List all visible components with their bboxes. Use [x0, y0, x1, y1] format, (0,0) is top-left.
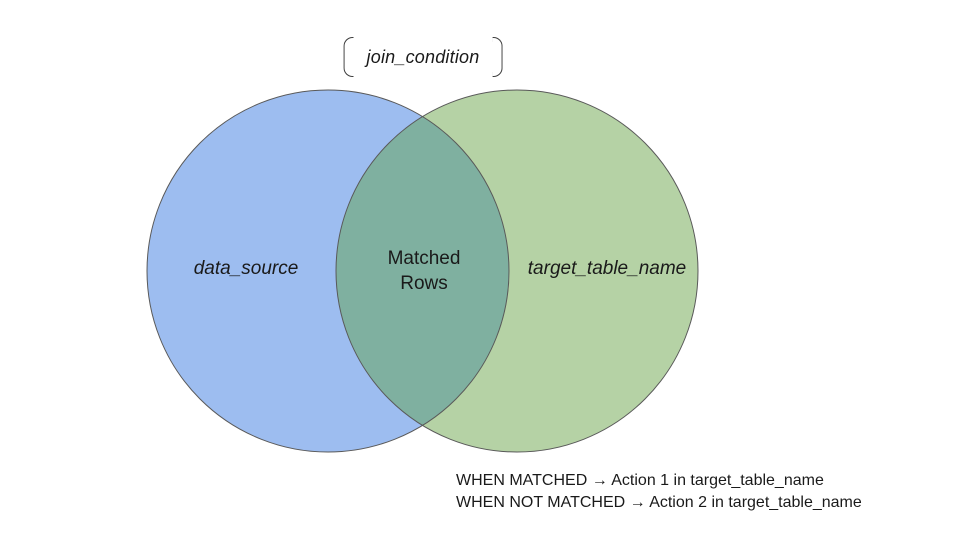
- left-circle-outline: [146, 89, 510, 453]
- overlap-label-line1: Matched: [387, 248, 461, 269]
- join-condition-label: join_condition: [343, 37, 503, 77]
- join-condition-text: join_condition: [366, 46, 480, 67]
- when-matched-note: WHEN MATCHED → Action 1 in target_table_…: [456, 472, 824, 489]
- overlap-label: Matched Rows: [388, 246, 461, 296]
- overlap-label-line2: Rows: [400, 273, 448, 294]
- overlap-lens-fill: [335, 116, 510, 426]
- right-circle-outline: [335, 89, 699, 453]
- when-not-matched-note: WHEN NOT MATCHED → Action 2 in target_ta…: [456, 494, 862, 511]
- merge-action-notes: WHEN MATCHED → Action 1 in target_table_…: [456, 470, 862, 514]
- right-circle-label: target_table_name: [527, 258, 687, 279]
- left-circle-label: data_source: [193, 258, 299, 279]
